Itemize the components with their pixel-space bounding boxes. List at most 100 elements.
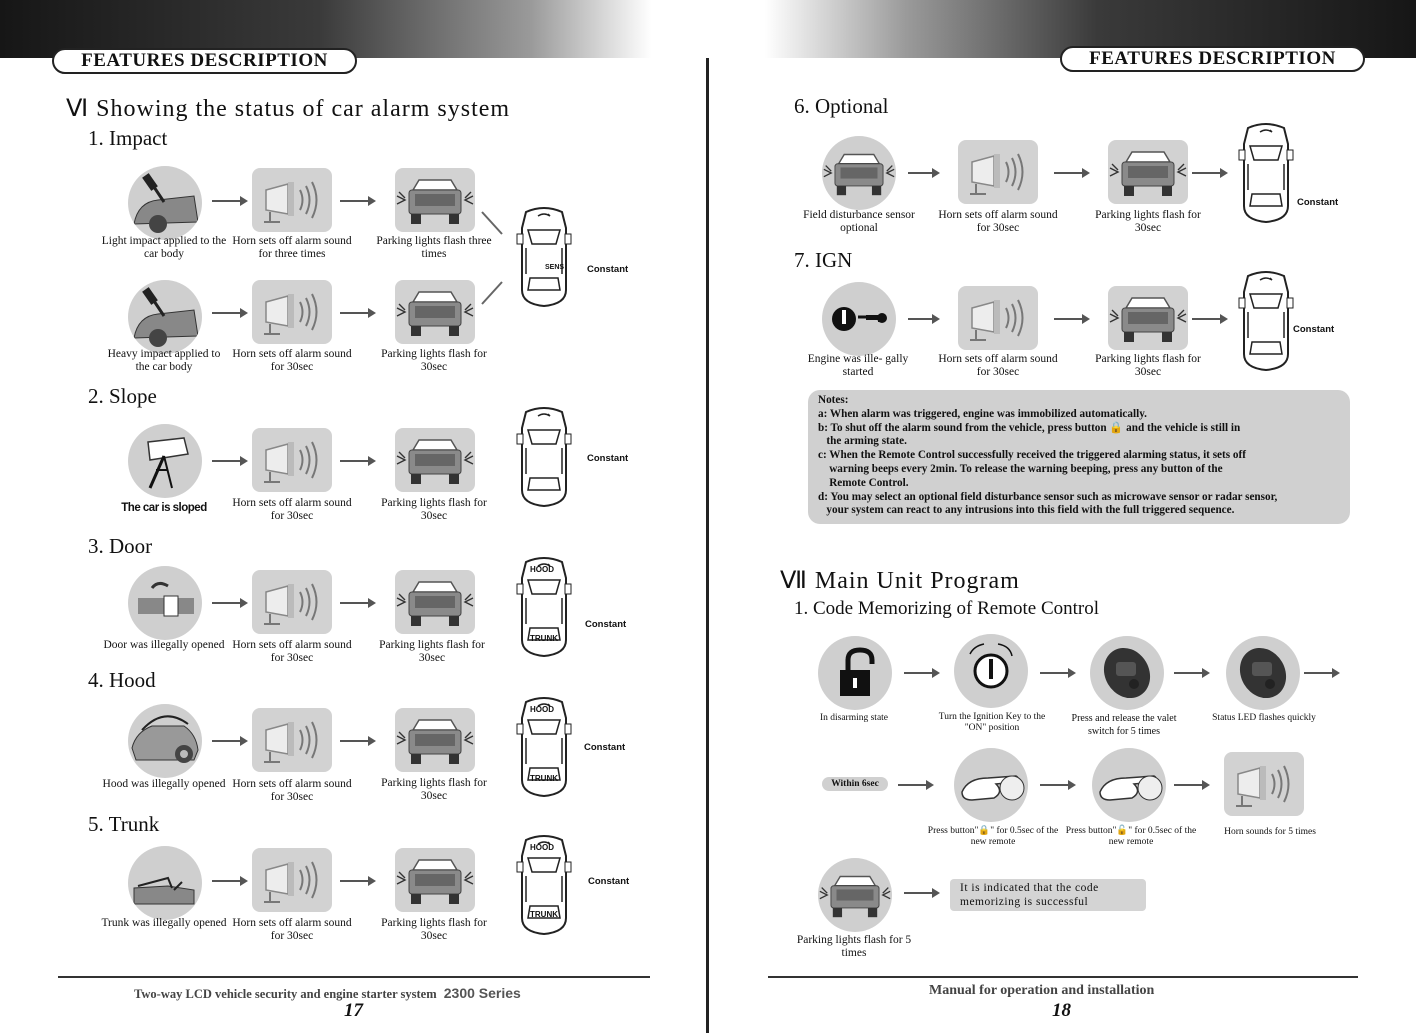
subsection-ign: 7. IGN	[794, 248, 853, 272]
subsection-door: 3. Door	[88, 534, 153, 558]
trunk-label: TRUNK	[530, 634, 558, 643]
flow-arrow	[908, 168, 940, 178]
subsection-impact: 1. Impact	[88, 126, 168, 150]
caption-horn-30: Horn sets off alarm sound for 30sec	[938, 353, 1058, 378]
caption-disarm: In disarming state	[819, 713, 889, 723]
caption-parking-30: Parking lights flash for 30sec	[1095, 209, 1201, 234]
caption-parking-30: Parking lights flash for 30sec	[381, 348, 487, 373]
caption-horn-three: Horn sets off alarm sound for three time…	[232, 235, 352, 260]
constant-label: Constant	[585, 619, 627, 630]
horn-icon	[252, 708, 332, 772]
horn-icon	[958, 286, 1038, 350]
flow-arrow	[340, 308, 376, 318]
caption-parking-30: Parking lights flash for 30sec	[381, 777, 487, 802]
horn-icon	[958, 140, 1038, 204]
flow-arrow	[1192, 168, 1228, 178]
flow-arrow	[904, 668, 940, 678]
flow-arrow	[340, 876, 376, 886]
page-number: 18	[1052, 1000, 1071, 1021]
caption-parking-30: Parking lights flash for 30sec	[381, 917, 487, 942]
caption-parking-5: Parking lights flash for 5 times	[796, 934, 912, 959]
horn-icon	[252, 848, 332, 912]
hood-label: HOOD	[530, 705, 554, 714]
page-header-title: FEATURES DESCRIPTION	[52, 48, 357, 74]
flow-arrow	[1192, 314, 1228, 324]
parking-lights-icon	[395, 168, 475, 232]
car-top-view-sensor	[516, 204, 572, 308]
caption-parking-30: Parking lights flash for 30sec	[381, 497, 487, 522]
caption-horn-30: Horn sets off alarm sound for 30sec	[232, 497, 352, 522]
flow-arrow	[340, 736, 376, 746]
parking-lights-icon	[1108, 140, 1188, 204]
caption-valet: Press and release the valet switch for 5…	[1071, 713, 1177, 737]
car-top-view-optional	[1238, 120, 1294, 224]
footer-rule	[58, 976, 650, 978]
sensor-label: SENS	[545, 264, 565, 271]
horn-icon	[252, 280, 332, 344]
flow-arrow	[1040, 668, 1076, 678]
flow-arrow	[1174, 780, 1210, 790]
heavy-impact-icon	[128, 280, 202, 354]
parking-lights-icon	[395, 708, 475, 772]
caption-press-unlock: Press button"🔓" for 0.5sec of the new re…	[1065, 826, 1197, 847]
right-page: FEATURES DESCRIPTION 6. Optional Field d…	[708, 0, 1416, 1033]
page-number: 17	[344, 1000, 363, 1021]
caption-horn-5: Horn sounds for 5 times	[1224, 827, 1316, 837]
constant-label: Constant	[588, 876, 630, 887]
status-led-icon	[1226, 636, 1300, 710]
caption-horn-30: Horn sets off alarm sound for 30sec	[232, 348, 352, 373]
section-title-program: Ⅶ Main Unit Program	[780, 568, 1020, 594]
ignition-on-icon	[954, 634, 1028, 708]
flow-arrow	[904, 888, 940, 898]
constant-label: Constant	[587, 453, 629, 464]
field-sensor-icon	[822, 136, 896, 210]
caption-door: Door was illegally opened	[103, 639, 225, 651]
subsection-code-memorizing: 1. Code Memorizing of Remote Control	[794, 598, 1100, 619]
notes-title: Notes:	[818, 394, 849, 406]
caption-horn-30: Horn sets off alarm sound for 30sec	[232, 917, 352, 942]
subsection-hood: 4. Hood	[88, 668, 156, 692]
press-lock-hand-icon	[954, 748, 1028, 822]
parking-lights-icon	[395, 280, 475, 344]
page-header-title: FEATURES DESCRIPTION	[1060, 46, 1365, 72]
section-title: Ⅵ Showing the status of car alarm system	[66, 96, 511, 122]
unlock-icon	[818, 636, 892, 710]
flow-arrow	[212, 196, 248, 206]
parking-lights-icon	[818, 858, 892, 932]
caption-field-sensor: Field disturbance sensor optional	[803, 209, 915, 234]
parking-lights-icon	[395, 848, 475, 912]
press-unlock-hand-icon	[1092, 748, 1166, 822]
flow-arrow	[212, 598, 248, 608]
trunk-open-icon	[128, 846, 202, 920]
notes-box: Notes: a: When alarm was triggered, engi…	[808, 390, 1350, 524]
hood-label: HOOD	[530, 843, 554, 852]
note-b: b: To shut off the alarm sound from the …	[818, 421, 1241, 448]
parking-lights-icon	[395, 428, 475, 492]
flow-arrow	[1054, 314, 1090, 324]
trunk-label: TRUNK	[530, 910, 558, 919]
valet-remote-icon	[1090, 636, 1164, 710]
flow-arrow	[340, 456, 376, 466]
constant-label: Constant	[584, 742, 626, 753]
subsection-trunk: 5. Trunk	[88, 812, 160, 836]
flow-arrow	[340, 196, 376, 206]
within-6sec-badge: Within 6sec	[822, 777, 888, 791]
light-impact-icon	[128, 166, 202, 240]
left-page: FEATURES DESCRIPTION Ⅵ Showing the statu…	[0, 0, 708, 1021]
horn-icon	[1224, 752, 1304, 816]
caption-engine: Engine was ille- gally started	[807, 353, 909, 378]
caption-horn-30: Horn sets off alarm sound for 30sec	[232, 639, 352, 664]
subsection-optional: 6. Optional	[794, 94, 889, 118]
hood-label: HOOD	[530, 565, 554, 574]
flow-arrow	[340, 598, 376, 608]
caption-sloped: The car is sloped	[121, 502, 207, 514]
flow-arrow	[212, 736, 248, 746]
footer-rule	[768, 976, 1358, 978]
horn-icon	[252, 428, 332, 492]
parking-lights-icon	[1108, 286, 1188, 350]
flow-arrow	[212, 308, 248, 318]
note-c: c: When the Remote Control successfully …	[818, 449, 1246, 489]
flow-arrow	[908, 314, 940, 324]
constant-label: Constant	[1293, 324, 1335, 335]
flow-arrow	[1054, 168, 1090, 178]
